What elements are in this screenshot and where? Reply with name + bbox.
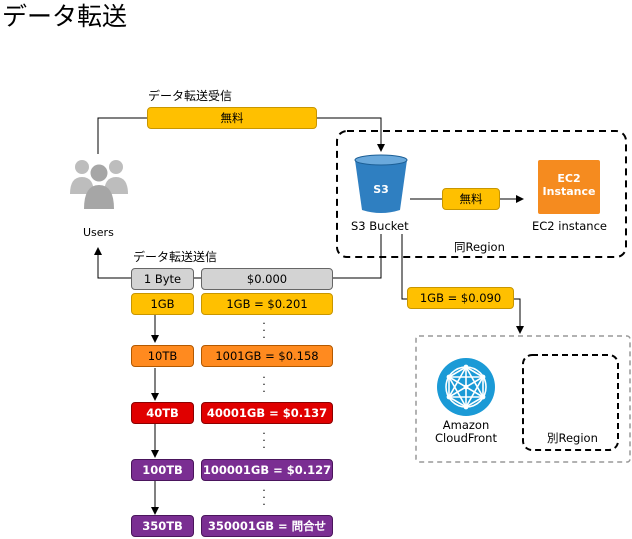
tier-size-box: 1 Byte xyxy=(131,268,194,290)
same-region-price-box: 無料 xyxy=(442,188,500,210)
continuation-dots: ··· xyxy=(262,371,266,398)
other-region-label: 別Region xyxy=(547,431,598,445)
other-region-frame xyxy=(522,354,619,451)
cloudfront-icon xyxy=(436,357,496,417)
ec2-badge: EC2 Instance xyxy=(542,172,596,198)
tier-price-box: 100001GB = $0.127 xyxy=(201,459,333,481)
continuation-dots: ··· xyxy=(262,427,266,454)
cloudfront-label-line2: CloudFront xyxy=(435,431,497,445)
continuation-dots: ··· xyxy=(262,484,266,511)
continuation-dots: ··· xyxy=(262,317,266,344)
tier-price-box: 1001GB = $0.158 xyxy=(201,345,333,367)
cloudfront-label-line1: Amazon xyxy=(442,418,490,432)
cloudfront-price-box: 1GB = $0.090 xyxy=(407,287,514,309)
tier-size-box: 100TB xyxy=(131,459,194,481)
tier-size-box: 350TB xyxy=(131,515,194,537)
page-title: データ転送 xyxy=(2,2,128,31)
tier-price-box: 40001GB = $0.137 xyxy=(201,402,333,424)
s3-bucket-icon xyxy=(352,154,410,214)
users-icon xyxy=(68,154,130,214)
same-region-frame xyxy=(336,130,627,258)
edge-area-frame xyxy=(415,335,631,463)
ec2-label: EC2 instance xyxy=(532,219,607,233)
tier-size-box: 1GB xyxy=(131,293,194,315)
ec2-instance-icon xyxy=(538,160,600,214)
tier-size-box: 40TB xyxy=(131,402,194,424)
tier-price-box: 350001GB = 問合せ xyxy=(201,515,333,537)
outbound-label: データ転送送信 xyxy=(133,250,218,264)
s3-badge: S3 xyxy=(373,183,389,196)
tier-price-box: $0.000 xyxy=(201,268,333,290)
same-region-label: 同Region xyxy=(454,240,505,254)
tier-price-box: 1GB = $0.201 xyxy=(201,293,333,315)
inbound-price-box: 無料 xyxy=(147,107,317,129)
tier-size-box: 10TB xyxy=(131,345,194,367)
s3-label: S3 Bucket xyxy=(351,219,409,233)
inbound-label: データ転送受信 xyxy=(148,89,233,103)
users-label: Users xyxy=(83,226,114,239)
